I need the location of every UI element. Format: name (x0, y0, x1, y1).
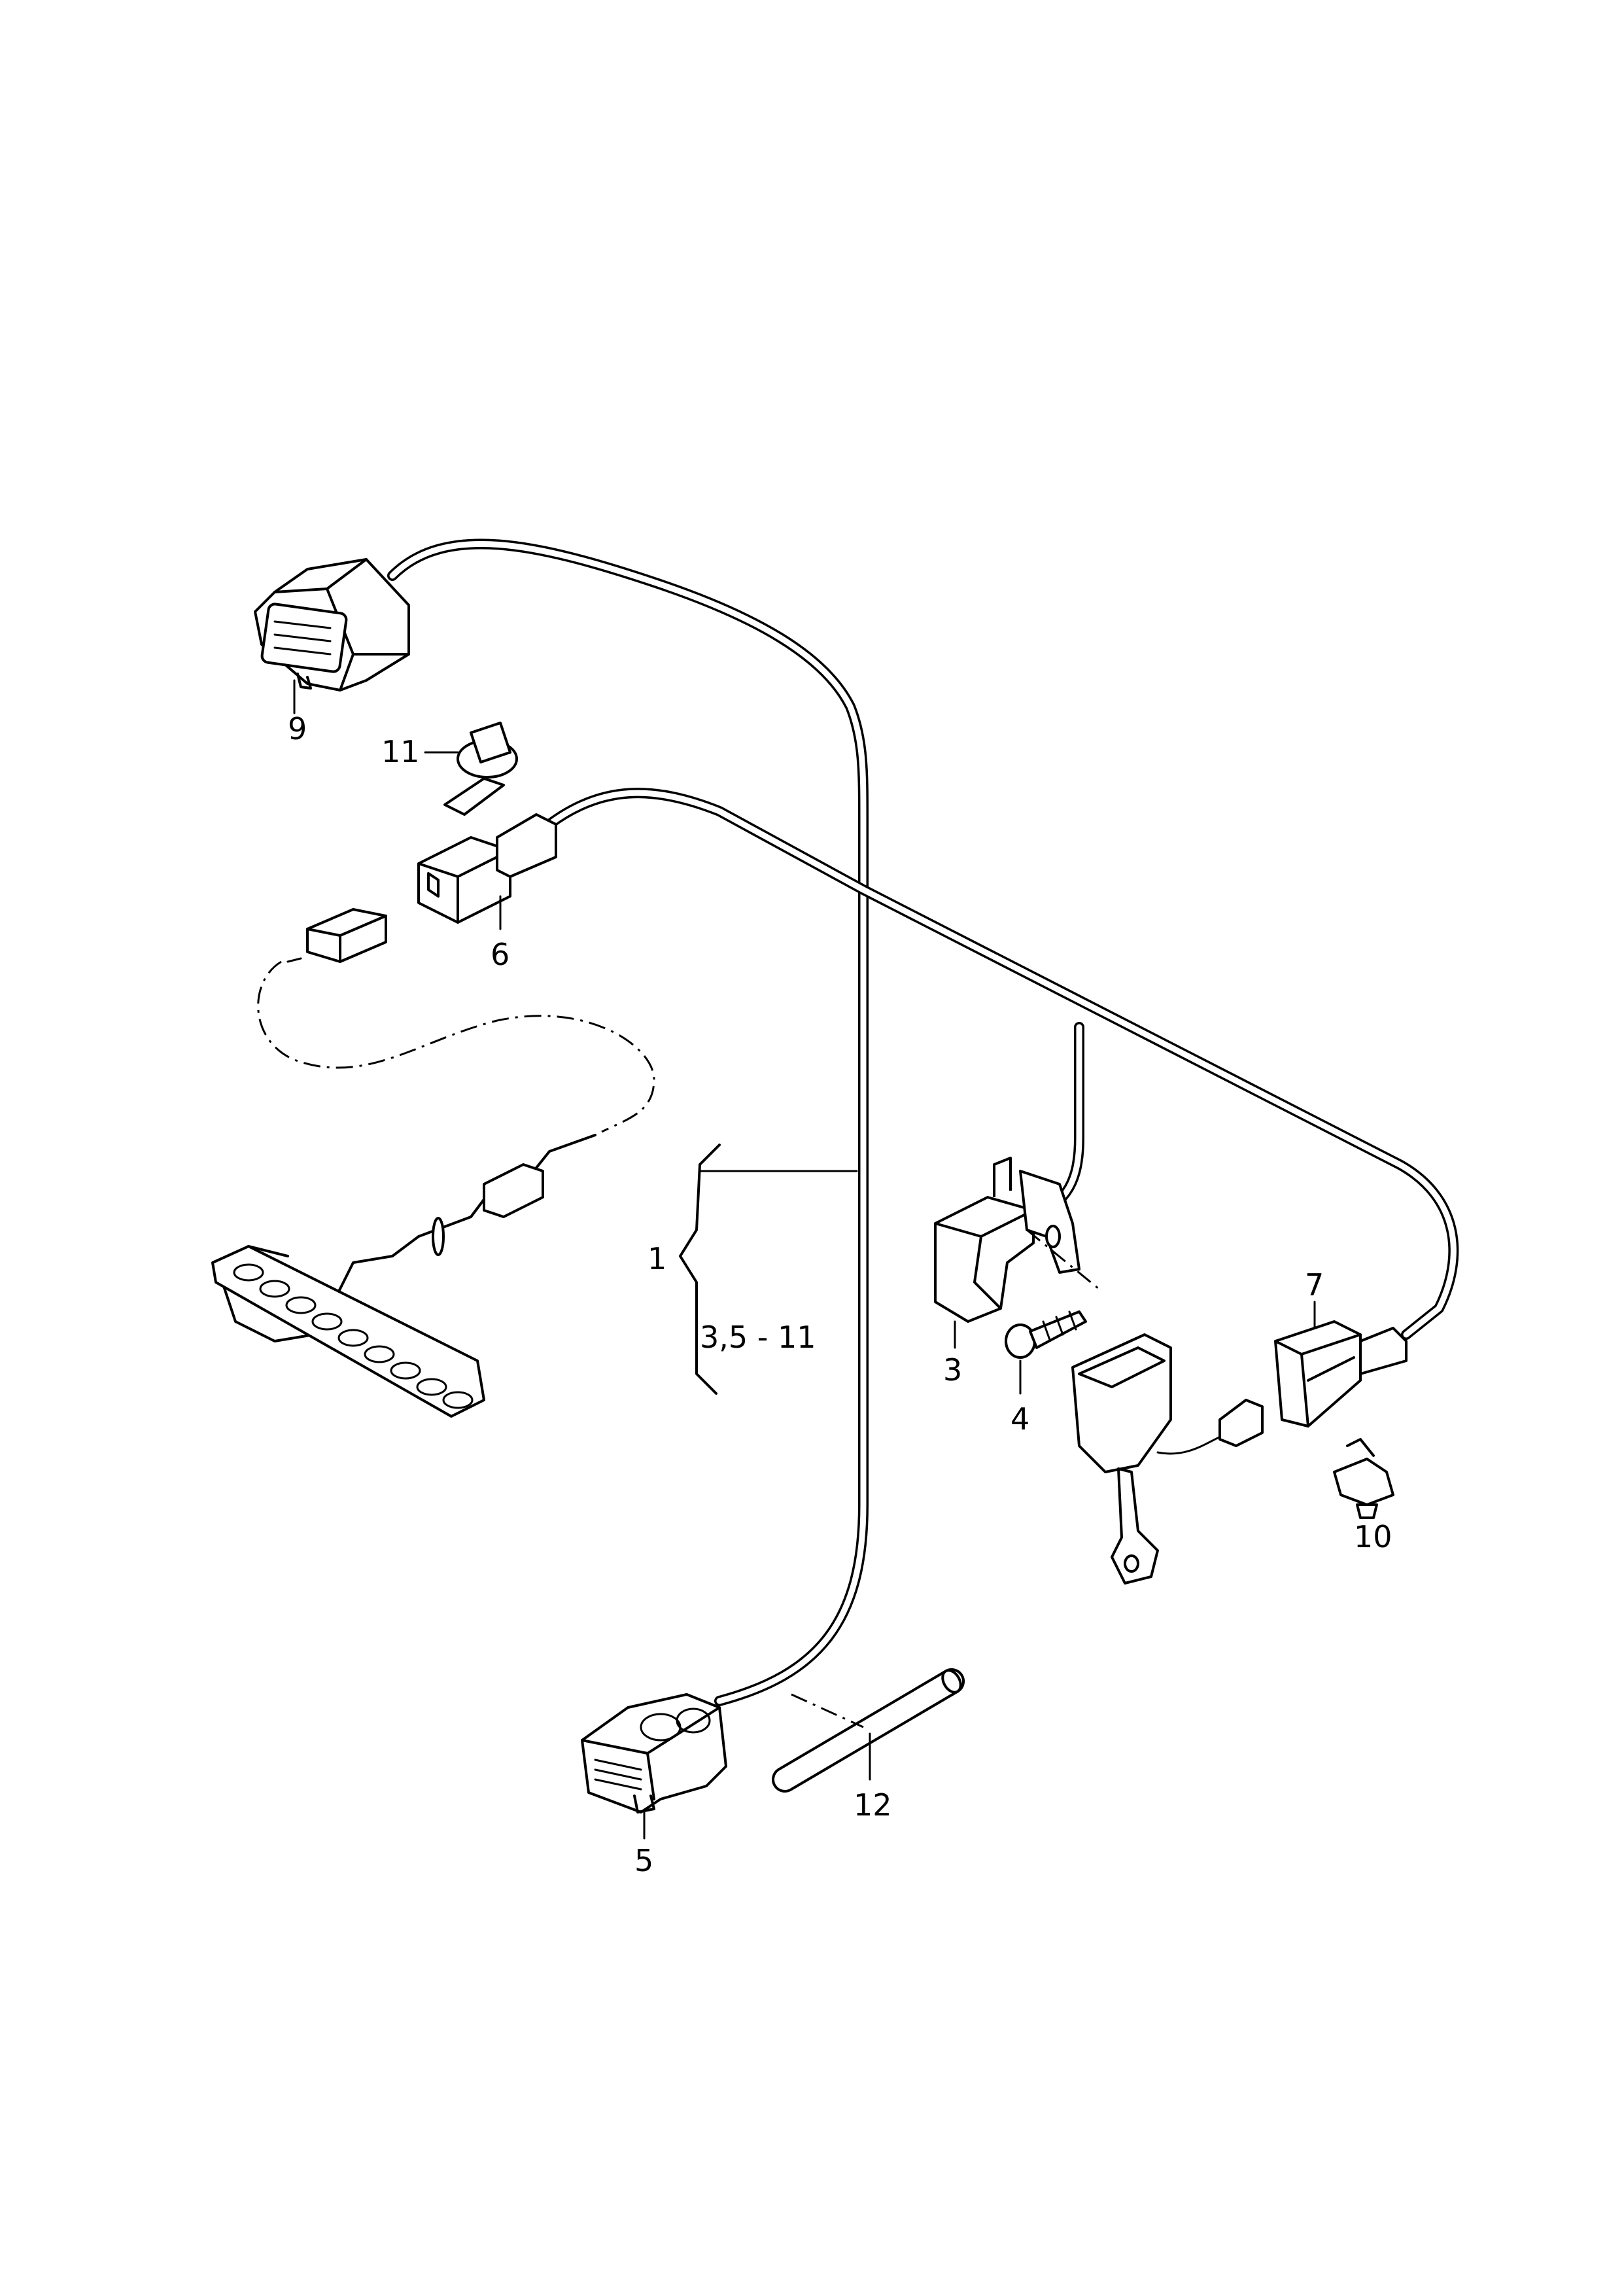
connector-7 (1274, 1320, 1408, 1428)
sleeve-12 (772, 1668, 965, 1793)
screw-4 (1005, 1310, 1087, 1359)
bracket-1 (679, 1144, 858, 1395)
dash-12-to-harness (791, 1693, 864, 1728)
callout-1-range: 3,5 - 11 (700, 1320, 816, 1355)
callout-6: 6 (491, 937, 510, 972)
connector-9 (254, 558, 410, 692)
dash-3-to-4 (1026, 1229, 1099, 1290)
callout-10: 10 (1354, 1519, 1392, 1554)
callout-3: 3 (943, 1352, 962, 1388)
callout-5: 5 (634, 1843, 653, 1878)
harness-wires (387, 538, 1459, 1706)
callout-12: 12 (854, 1787, 892, 1823)
dash-dot-link (257, 960, 655, 1133)
seat-heater-mat (211, 1134, 596, 1418)
callout-9: 9 (288, 711, 307, 746)
clip-10 (1333, 1438, 1394, 1519)
seat-heater-plug (286, 908, 387, 963)
connector-6 (417, 813, 557, 924)
callout-1: 1 (648, 1241, 666, 1276)
clip-11 (443, 722, 518, 816)
callout-11: 11 (381, 734, 420, 769)
connector-5 (581, 1693, 727, 1813)
callout-7: 7 (1305, 1267, 1324, 1303)
seat-belt-buckle (1071, 1333, 1264, 1585)
bracket-3 (934, 1157, 1080, 1323)
callout-4: 4 (1011, 1401, 1029, 1437)
